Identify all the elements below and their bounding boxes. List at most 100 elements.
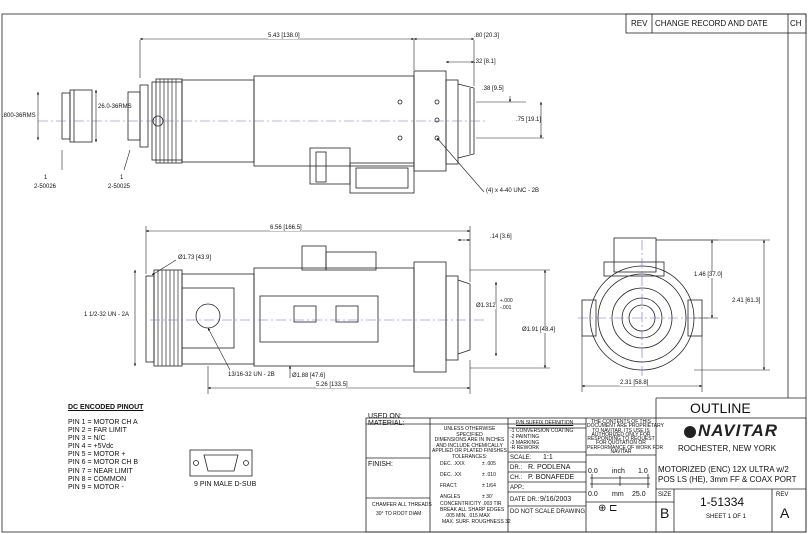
pin-line: PIN 4 = +5Vdc bbox=[68, 443, 114, 451]
dim-38: .38 [9.5] bbox=[482, 86, 504, 92]
prop-line: THE CONTENTS OF THIS bbox=[591, 419, 651, 425]
suffix-title: P/N SUFFIX DEFINITION bbox=[516, 420, 574, 426]
tol-value: ± 1/64 bbox=[482, 483, 496, 489]
break-vals-note: .005 MIN. .015 MAX bbox=[445, 513, 491, 519]
break-edges-note: BREAK ALL SHARP EDGES bbox=[440, 507, 505, 513]
dim-14: .14 [3.6] bbox=[490, 234, 512, 240]
scale-top-max: 1.0 bbox=[638, 468, 648, 475]
dim-241: 2.41 [61.3] bbox=[732, 298, 761, 304]
suffix-list: -1 CONVERSION COATING -2 PAINTING -3 MAR… bbox=[510, 428, 574, 452]
general-notes: UNLESS OTHERWISE SPECIFIED DIMENSIONS AR… bbox=[432, 426, 507, 455]
prop-line: PERFORMANCE OF WORK FOR bbox=[587, 444, 664, 451]
suffix-line: -3 MARKING bbox=[510, 439, 540, 446]
pin-line: PIN 5 = MOTOR + bbox=[68, 451, 126, 459]
chamfer-note-2: 30° TO ROOT DIAM bbox=[376, 511, 422, 517]
dia-188: Ø1.88 [47.6] bbox=[292, 373, 326, 379]
prop-line: FOR QUOTATION OR bbox=[596, 440, 646, 447]
thread-1316: 13/16-32 UN - 2B bbox=[228, 372, 275, 378]
thread-800: .800-36RMS bbox=[2, 113, 36, 119]
sheet-number: SHEET 1 OF 1 bbox=[706, 514, 746, 520]
screw-callout: (4) x 4-40 UNC - 2B bbox=[486, 188, 540, 194]
scale-bot-max: 25.0 bbox=[632, 491, 646, 498]
ch-header: CH bbox=[790, 19, 802, 28]
dim-656: 6.56 [166.5] bbox=[270, 225, 302, 231]
dia-1312: Ø1.312 bbox=[476, 303, 496, 309]
part-1-number: 1 bbox=[44, 175, 48, 181]
pin-line: PIN 7 = NEAR LIMIT bbox=[68, 467, 133, 475]
dr-value: R. PODLENA bbox=[528, 464, 571, 471]
material-label: MATERIAL: bbox=[368, 420, 405, 427]
rev-header: REV bbox=[631, 19, 648, 28]
tol-label: ANGLES bbox=[440, 494, 461, 500]
tol-label: FRACT. bbox=[440, 483, 458, 489]
drawing-outline-title: OUTLINE bbox=[690, 400, 751, 416]
dsub-label: 9 PIN MALE D-SUB bbox=[194, 481, 257, 488]
thread-112: 1 1/2-32 UN - 2A bbox=[84, 312, 130, 318]
scale-top-unit: inch bbox=[612, 468, 625, 475]
navitar-logo: NAVITAR bbox=[684, 422, 778, 439]
dsub-connector bbox=[189, 449, 253, 477]
scale-bars bbox=[590, 474, 650, 488]
tol-plus: +.000 bbox=[500, 298, 513, 304]
used-on-label: USED ON: bbox=[368, 413, 402, 420]
revision-block bbox=[625, 13, 807, 34]
max-surf-note: MAX. SURF. ROUGHNESS 32 bbox=[442, 519, 511, 525]
scale-bot-min: 0.0 bbox=[588, 491, 598, 498]
pin-line: PIN 8 = COMMON bbox=[68, 475, 127, 483]
company-location: ROCHESTER, NEW YORK bbox=[678, 444, 777, 453]
description-line-2: POS LS (HE), 3mm FF & COAX PORT bbox=[658, 475, 797, 484]
pinout-list: PIN 1 = MOTOR CH A PIN 2 = FAR LIMIT PIN… bbox=[68, 419, 138, 492]
tolerances-label: TOLERANCES: bbox=[452, 454, 488, 460]
top-view bbox=[61, 70, 475, 194]
note-line: DIMENSIONS ARE IN INCHES bbox=[434, 437, 505, 444]
pin-line: PIN 2 = FAR LIMIT bbox=[68, 427, 127, 435]
chamfer-note: CHAMFER ALL THREADS bbox=[372, 502, 432, 508]
prop-line: RESPONDING TO REQUEST bbox=[587, 436, 655, 443]
pin-line: PIN 9 = MOTOR - bbox=[68, 483, 124, 491]
concentricity-note: CONCENTRICITY .003 TIR bbox=[440, 501, 502, 507]
dia-191: Ø1.91 [48.4] bbox=[522, 327, 556, 333]
scale-top-min: 0.0 bbox=[588, 468, 598, 475]
scale-value: 1:1 bbox=[543, 454, 553, 461]
side-view bbox=[145, 245, 471, 373]
note-line: UNLESS OTHERWISE bbox=[443, 426, 496, 432]
date-label: DATE DR.: bbox=[510, 497, 540, 503]
dim-146: 1.46 [37.0] bbox=[694, 272, 723, 278]
dim-75: .75 [19.1] bbox=[516, 117, 542, 123]
note-line: SPECIFIED bbox=[456, 431, 483, 438]
rev-value: A bbox=[780, 505, 790, 521]
part-2-code: 2-50025 bbox=[108, 184, 131, 190]
do-not-scale: DO NOT SCALE DRAWING bbox=[510, 509, 586, 515]
tol-label: DEC. .XXX bbox=[440, 461, 465, 467]
pin-line: PIN 1 = MOTOR CH A bbox=[68, 419, 138, 426]
dim-32: .32 [8.1] bbox=[474, 59, 496, 65]
ch-label: CH.: bbox=[510, 475, 522, 481]
part-number: 1-51334 bbox=[700, 495, 745, 509]
tol-value: ± 30' bbox=[482, 494, 493, 500]
dim-526: 5.26 [133.5] bbox=[316, 382, 348, 388]
pin-line: PIN 3 = N/C bbox=[68, 435, 106, 443]
prop-line: AUTHORIZED ONLY FOR bbox=[591, 431, 651, 438]
prop-line: TO NAVITAR. ITS USE IS bbox=[592, 427, 650, 434]
thread-26: 26.0-36RMS bbox=[98, 104, 132, 110]
finish-label: FINISH: bbox=[368, 461, 393, 468]
projection-symbol-icon: ⊕ ⊏ bbox=[598, 503, 618, 514]
pinout-title: DC ENCODED PINOUT bbox=[68, 404, 144, 411]
dim-80: .80 [20.3] bbox=[474, 33, 500, 39]
suffix-line: -1 CONVERSION COATING bbox=[510, 428, 574, 434]
part-1-code: 2-50026 bbox=[34, 184, 57, 190]
dia-173: Ø1.73 [43.9] bbox=[178, 255, 212, 261]
suffix-line: -R REWORK bbox=[510, 445, 540, 452]
ch-value: P. BONAFEDE bbox=[528, 474, 575, 481]
prop-line: NAVITAR bbox=[610, 449, 632, 456]
tol-value: ± .010 bbox=[482, 472, 496, 478]
navitar-logo-mark-icon bbox=[684, 425, 696, 438]
dr-label: DR.: bbox=[510, 465, 522, 471]
tol-label: DEC. .XX bbox=[440, 472, 462, 478]
prop-line: DOCUMENT ARE PROPRIETARY bbox=[587, 423, 664, 430]
part-2-number: 1 bbox=[120, 175, 124, 181]
pin-line: PIN 6 = MOTOR CH B bbox=[68, 459, 139, 467]
proprietary-notice: THE CONTENTS OF THIS DOCUMENT ARE PROPRI… bbox=[587, 419, 664, 456]
date-value: 9/16/2003 bbox=[540, 496, 572, 503]
